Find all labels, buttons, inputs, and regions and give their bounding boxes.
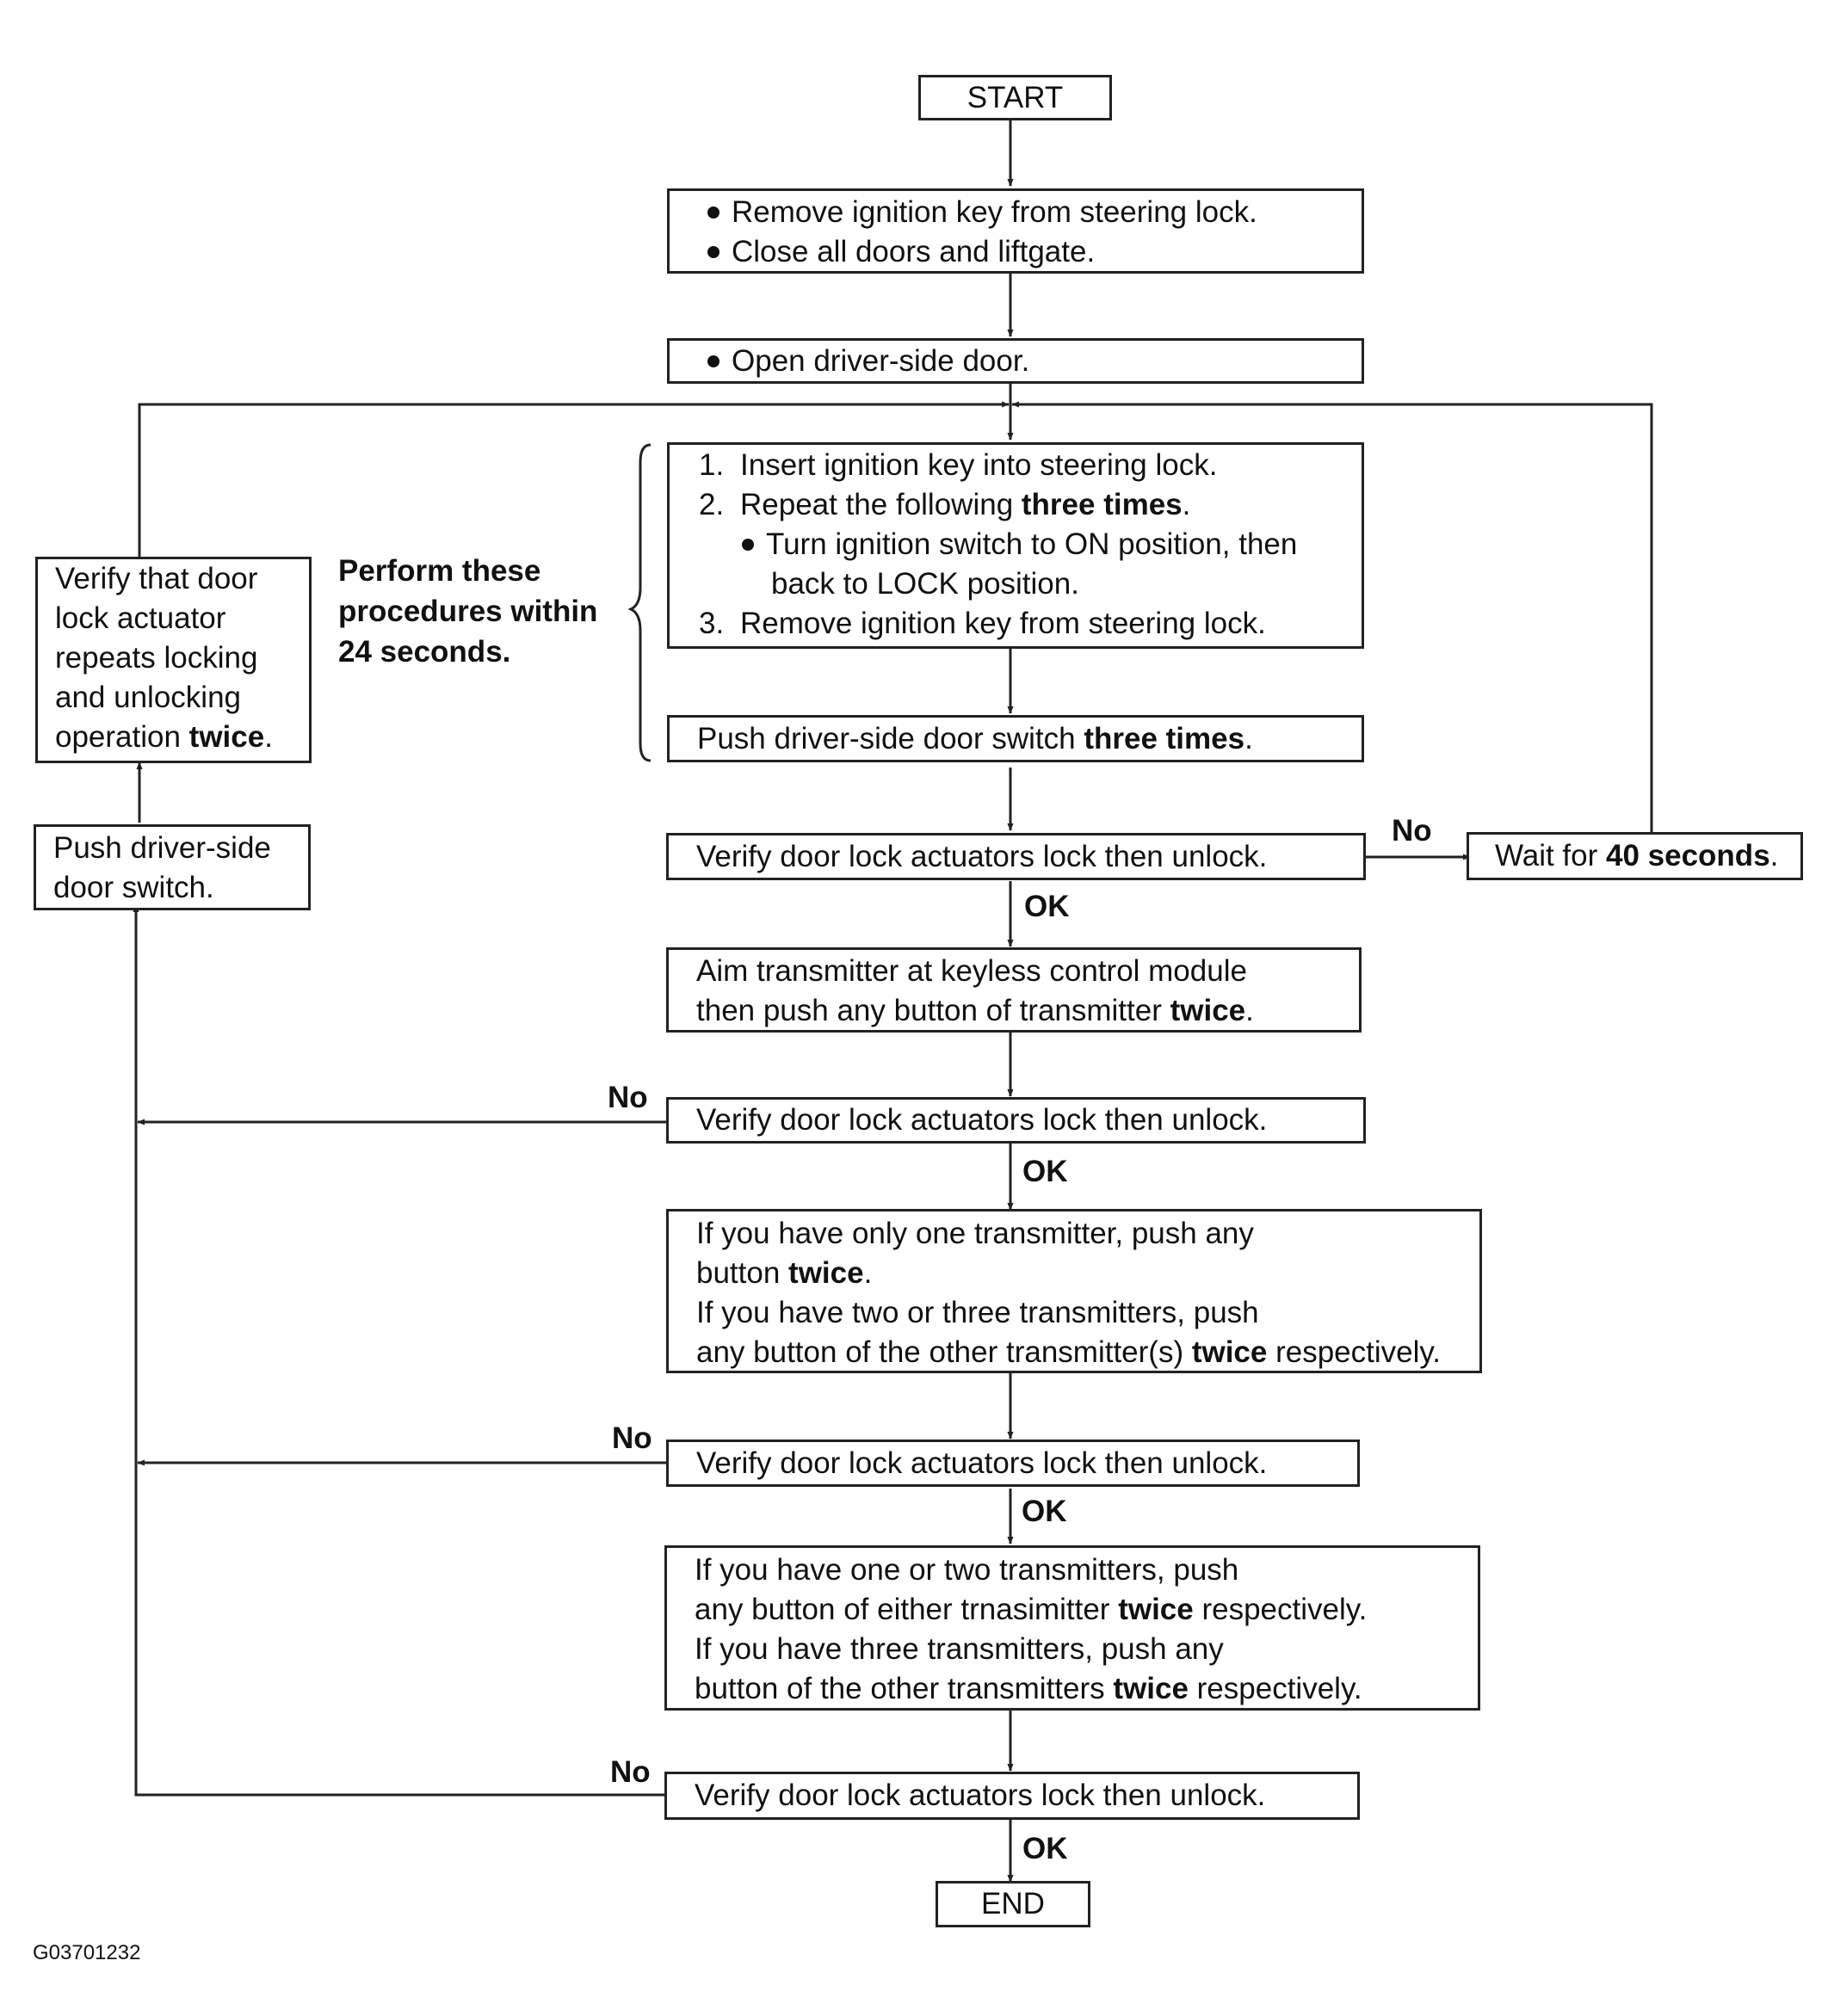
step-two-transmitters: If you have one or two transmitters, pus…: [664, 1545, 1480, 1711]
left-push-driver-switch: Push driver-side door switch.: [34, 824, 311, 910]
end-terminal: END: [936, 1881, 1090, 1927]
wait-40-seconds: Wait for 40 seconds.: [1467, 832, 1803, 880]
no-label-verify1: No: [1392, 814, 1432, 848]
step-push-door-switch: Push driver-side door switch three times…: [667, 715, 1364, 762]
verify-actuators-3: Verify door lock actuators lock then unl…: [666, 1440, 1360, 1487]
bullet-icon: [707, 245, 719, 258]
procedure-brace: [627, 443, 652, 762]
left-verify-repeat-twice: Verify that door lock actuator repeats l…: [35, 557, 312, 763]
no-line-verify4: [133, 904, 664, 1797]
figure-id: G03701232: [33, 1941, 141, 1964]
step-open-driver-door: Open driver-side door.: [667, 338, 1364, 384]
ok-label-verify2: OK: [1022, 1155, 1068, 1188]
bullet-icon: [742, 538, 754, 551]
ok-label-verify3: OK: [1022, 1495, 1067, 1528]
start-label: START: [966, 81, 1064, 114]
start-terminal: START: [918, 75, 1112, 120]
loop-wait-to-top: [1011, 401, 1653, 835]
no-label-verify3: No: [612, 1421, 652, 1455]
timing-note: Perform these procedures within 24 secon…: [338, 554, 598, 669]
verify-actuators-4: Verify door lock actuators lock then unl…: [664, 1772, 1360, 1820]
no-label-verify4: No: [610, 1755, 651, 1789]
step-remove-key-close-doors: Remove ignition key from steering lock. …: [667, 188, 1364, 274]
verify-actuators-1: Verify door lock actuators lock then unl…: [666, 833, 1366, 880]
no-label-verify2: No: [608, 1081, 648, 1114]
loop-left-to-top: [138, 401, 1010, 557]
bullet-icon: [707, 354, 719, 367]
ok-label-verify1: OK: [1024, 890, 1070, 923]
step-aim-transmitter: Aim transmitter at keyless control modul…: [666, 947, 1362, 1033]
end-label: END: [981, 1887, 1045, 1920]
bullet-icon: [707, 206, 719, 219]
step-one-transmitter: If you have only one transmitter, push a…: [666, 1209, 1482, 1373]
step-ignition-procedure: 1.Insert ignition key into steering lock…: [667, 442, 1364, 649]
ok-label-verify4: OK: [1022, 1832, 1068, 1865]
verify-actuators-2: Verify door lock actuators lock then unl…: [666, 1097, 1366, 1144]
